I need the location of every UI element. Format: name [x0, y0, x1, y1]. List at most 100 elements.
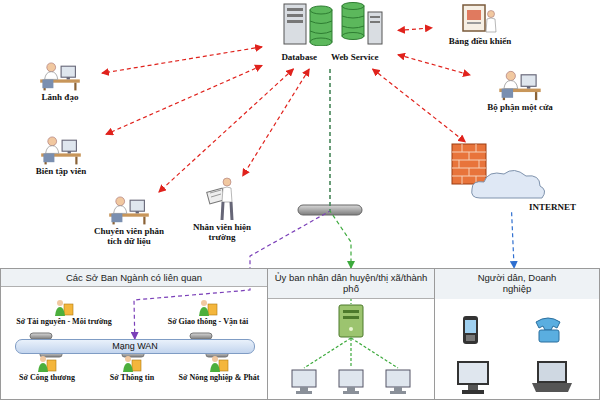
drawing-part [342, 3, 364, 10]
node-label: Sở Tài nguyên - Môi trường [5, 317, 123, 326]
drawing-part [287, 20, 303, 23]
drawing-part [114, 206, 127, 214]
drawing-part [284, 4, 306, 44]
icon [208, 355, 230, 373]
drawing-part [370, 21, 380, 23]
connector [512, 212, 514, 268]
drawing-part [222, 187, 232, 202]
wan-bus: Mạng WAN [15, 339, 255, 354]
connector [106, 66, 262, 135]
department-node: Sở Tài nguyên - Môi trường [5, 299, 123, 326]
drawing-part [521, 75, 536, 87]
drawing-part [68, 151, 71, 153]
department-node: Sở Giao thông - Vận tải [151, 299, 265, 326]
icon [197, 299, 219, 317]
field-staff: Nhân viên hiện trường [190, 176, 254, 243]
drawing-part [343, 391, 359, 394]
drawing-part [452, 144, 486, 184]
node-label: Sở Giao thông - Vận tải [151, 317, 265, 326]
drawing-part [111, 213, 122, 222]
connector [373, 69, 466, 142]
icon [205, 176, 239, 222]
drawing-part [222, 202, 232, 220]
drawing-part [350, 298, 351, 304]
icon [121, 355, 143, 373]
drawing-part [452, 144, 486, 184]
drawing-part [506, 71, 515, 80]
drawing-part [310, 38, 332, 46]
drawing-part [67, 77, 70, 79]
drawing-part [463, 5, 485, 31]
icon [38, 58, 82, 92]
drawing-part [136, 211, 139, 213]
connector [243, 69, 310, 176]
drawing-part [292, 370, 410, 387]
drawing-part [210, 363, 220, 372]
drawing-part [296, 387, 406, 394]
drawing-part [143, 217, 145, 225]
drawing-part [349, 327, 353, 331]
district-panel: Ủy ban nhân dân huyện/thị xã/thành phố [267, 268, 435, 400]
drawing-part [390, 391, 406, 394]
node-label: Chuyên viên phân tích dữ liệu [86, 226, 172, 247]
drawing-part [339, 370, 363, 387]
drawing-part [55, 307, 65, 316]
icon [440, 142, 580, 202]
icon [53, 299, 75, 317]
drawing-part [351, 338, 398, 368]
node-label: Nhân viên hiện trường [190, 222, 254, 243]
dashboard-user: Bảng điều khiển [432, 2, 528, 46]
drawing-part [300, 387, 308, 391]
drawing-part [210, 190, 221, 197]
drawing-part [46, 146, 59, 154]
drawing-part [310, 10, 332, 42]
panel-heading: Các Sở Ban Ngành có liên quan [1, 269, 267, 287]
drawing-part [75, 157, 77, 165]
drawing-part [48, 137, 57, 146]
node-label: Web Service [331, 52, 379, 62]
icon [107, 192, 151, 226]
node-label: Database [281, 52, 317, 62]
drawing-part [310, 16, 364, 34]
drawing-part [40, 356, 46, 362]
district-network [292, 298, 410, 394]
drawing-part [310, 6, 332, 14]
panel-heading: Người dân, Doanh nghiệp [470, 269, 564, 298]
drawing-part [208, 304, 217, 315]
drawing-part [342, 33, 364, 40]
drawing-part [310, 3, 364, 47]
drawing-part [304, 338, 351, 368]
department-panel: Các Sở Ban Ngành có liên quan Sở Tài nguy… [0, 268, 268, 400]
drawing-part [74, 83, 76, 91]
drawing-part [292, 370, 316, 387]
drawing-part [504, 81, 518, 89]
drawing-part [343, 310, 359, 313]
analyst-user: Chuyên viên phân tích dữ liệu [86, 192, 172, 247]
drawing-part [38, 363, 48, 372]
drawing-part [45, 72, 58, 80]
drawing-part [287, 8, 303, 11]
drawing-part [57, 300, 63, 306]
department-node: Sở Thông tin [97, 355, 167, 382]
drawing-part [394, 387, 402, 391]
drawing-part [488, 11, 495, 18]
connector [330, 69, 351, 268]
one-stop-desk: Bộ phận một cửa [470, 66, 570, 112]
drawing-part [123, 363, 133, 372]
node-label: Sở Thông tin [97, 373, 167, 382]
icon [262, 2, 398, 46]
drawing-part [350, 338, 351, 368]
drawing-part [61, 66, 75, 77]
leader-user: Lãnh đạo [18, 58, 102, 102]
drawing-part [64, 304, 73, 315]
connector [398, 55, 470, 75]
node-label: Sở Công thương [5, 373, 89, 382]
node-label: Lãnh đạo [18, 92, 102, 102]
icon [497, 66, 543, 102]
drawing-part [42, 79, 53, 88]
icon [460, 2, 500, 36]
connector [159, 69, 294, 192]
node-label: Biên tập viên [16, 166, 106, 176]
drawing-part [339, 305, 363, 337]
drawing-part [535, 92, 537, 100]
